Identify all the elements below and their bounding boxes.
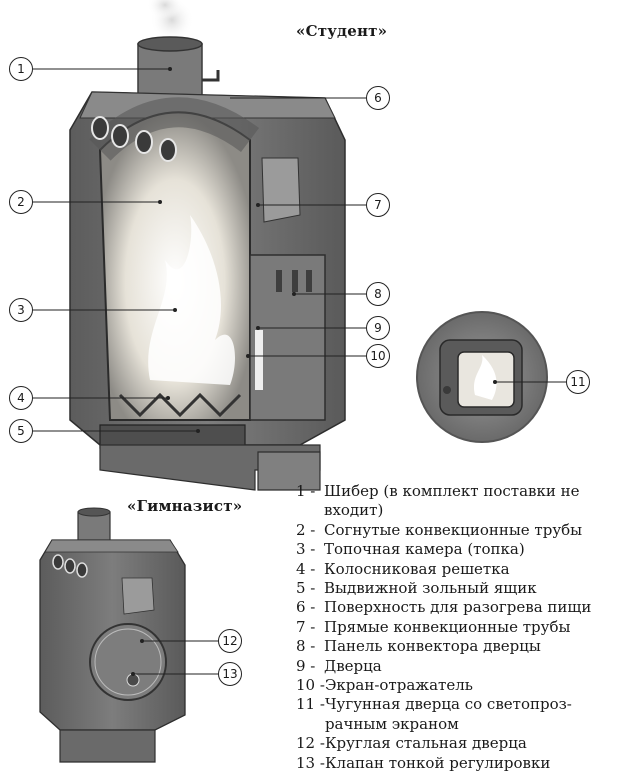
door-zoom-detail <box>416 311 548 443</box>
legend-item: 9 - Дверца <box>296 657 616 676</box>
legend-num: 1 - <box>296 482 316 500</box>
legend-num: 10 - <box>296 676 325 695</box>
legend-item: 8 - Панель конвектора дверцы <box>296 637 616 656</box>
callout-12: 12 <box>218 629 242 653</box>
legend-text: Колосниковая решетка <box>324 559 510 578</box>
legend-text: Клапан тонкой регулировки <box>324 753 551 772</box>
legend-item: 7 - Прямые конвекционные трубы <box>296 618 616 637</box>
legend-item: 12 -Круглая стальная дверца <box>296 734 616 753</box>
callout-1: 1 <box>9 57 33 81</box>
legend-item: 3 - Топочная камера (топка) <box>296 540 616 559</box>
smoke <box>147 0 194 42</box>
legend-item: 1 - Шибер (в комплект поставки не входит) <box>296 482 616 521</box>
callout-7: 7 <box>366 193 390 217</box>
legend-item: 4 - Колосниковая решетка <box>296 560 616 579</box>
legend-item: 11 -Чугунная дверца со светопроз-рачным … <box>296 695 616 734</box>
callout-5: 5 <box>9 419 33 443</box>
legend-text: Согнутые конвекционные трубы <box>324 520 583 539</box>
callout-4: 4 <box>9 386 33 410</box>
callout-10: 10 <box>366 344 390 368</box>
legend-item: 13 -Клапан тонкой регулировки <box>296 754 616 773</box>
legend-num: 11 - <box>296 695 325 714</box>
legend-text: Топочная камера (топка) <box>324 540 525 559</box>
legend-num: 4 - <box>296 559 316 578</box>
callout-9: 9 <box>366 316 390 340</box>
student-stove <box>69 91 346 491</box>
legend-text: Выдвижной зольный ящик <box>324 579 537 598</box>
legend-num: 9 - <box>296 656 316 675</box>
leader-dots <box>131 67 497 676</box>
legend-text: Чугунная дверца со светопроз-рачным экра… <box>324 695 572 733</box>
title-gymnasist: «Гимназист» <box>127 497 243 515</box>
legend-text: Экран-отражатель <box>324 676 473 695</box>
legend-item: 6 - Поверхность для разогрева пищи <box>296 598 616 617</box>
legend-text: Панель конвектора дверцы <box>324 637 541 656</box>
legend-num: 8 - <box>296 637 316 656</box>
legend-item: 2 - Согнутые конвекционные трубы <box>296 521 616 540</box>
legend-item: 5 - Выдвижной зольный ящик <box>296 579 616 598</box>
gymnasist-stove <box>39 507 186 763</box>
legend-text: Прямые конвекционные трубы <box>324 617 571 636</box>
legend-num: 7 - <box>296 617 316 636</box>
legend-item: 10 -Экран-отражатель <box>296 676 616 695</box>
legend: 1 - Шибер (в комплект поставки не входит)… <box>296 482 616 773</box>
callout-3: 3 <box>9 298 33 322</box>
legend-text: Поверхность для разогрева пищи <box>324 598 592 617</box>
legend-num: 13 - <box>296 753 325 772</box>
callout-8: 8 <box>366 282 390 306</box>
legend-num: 6 - <box>296 598 316 617</box>
callout-11: 11 <box>566 370 590 394</box>
legend-num: 3 - <box>296 540 316 559</box>
legend-num: 2 - <box>296 520 316 539</box>
legend-text: Дверца <box>324 656 382 675</box>
callout-13: 13 <box>218 662 242 686</box>
leader-lines <box>33 68 566 675</box>
legend-text: Круглая стальная дверца <box>324 734 527 753</box>
legend-num: 12 - <box>296 734 325 753</box>
title-student: «Студент» <box>296 22 388 40</box>
callout-2: 2 <box>9 190 33 214</box>
legend-text: Шибер (в комплект поставки не входит) <box>324 482 580 520</box>
legend-num: 5 - <box>296 579 316 598</box>
callout-6: 6 <box>366 86 390 110</box>
